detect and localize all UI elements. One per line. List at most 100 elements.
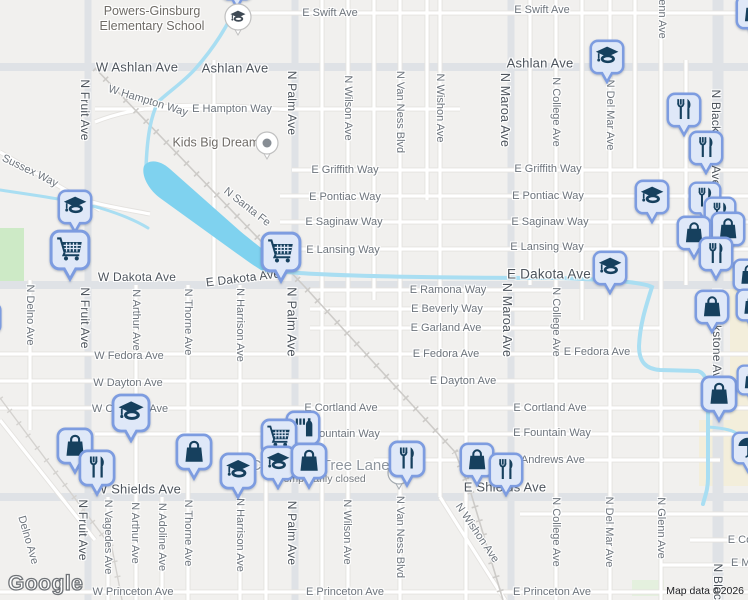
- pin-shopping-bag[interactable]: [732, 258, 748, 301]
- pin-graduation-cap[interactable]: [57, 189, 93, 234]
- pin-shopping-bag[interactable]: [290, 442, 328, 490]
- street-label: E Princeton Ave: [305, 586, 385, 598]
- street-label: E Griffith Way: [514, 163, 582, 175]
- street-label: N Fruit Ave: [76, 499, 90, 561]
- street-label: E Beverly Way: [411, 303, 483, 315]
- canal-pond: [143, 161, 287, 279]
- street-label: N Glenn Ave: [656, 0, 668, 39]
- street-label: N Van Ness Blvd: [394, 70, 406, 154]
- street-label: E Swift Ave: [302, 7, 358, 19]
- street-label: E Dakota Ave: [507, 266, 591, 282]
- street-label: W Ashlan Ave: [95, 59, 179, 75]
- street-label: E Cortland Ave: [304, 402, 378, 414]
- poi-label-kids-big-dreams: Kids Big Dreams: [172, 135, 266, 150]
- pin-umbrella[interactable]: [731, 431, 748, 474]
- street-label: E Princeton Ave: [512, 586, 592, 598]
- pin-graduation-cap[interactable]: [111, 393, 151, 443]
- pin-graduation-cap[interactable]: [260, 445, 296, 490]
- pin-shopping-cart[interactable]: [49, 229, 91, 282]
- street-label: E Fedora Ave: [563, 346, 631, 358]
- street-label: N Fruit Ave: [78, 79, 92, 141]
- street-label: N Del Mar Ave: [604, 79, 616, 151]
- pin-graduation-cap[interactable]: [589, 39, 625, 84]
- pin-graduation-cap[interactable]: [219, 452, 257, 500]
- street-label: N Maroa Ave: [500, 282, 514, 358]
- street-label: N College Ave: [550, 287, 562, 357]
- pin-restaurant[interactable]: [698, 236, 734, 281]
- street-label: N Vagedes Ave: [102, 499, 114, 575]
- pin-graduation-cap[interactable]: [592, 250, 628, 295]
- google-logo[interactable]: Google: [7, 571, 84, 595]
- street-label: E Fountain Way: [513, 427, 591, 439]
- street-label: N Harrison Ave: [234, 288, 246, 362]
- street-label: N College Ave: [550, 77, 562, 147]
- pin-restaurant[interactable]: [488, 452, 524, 497]
- pin-shopping-bag[interactable]: [694, 289, 730, 334]
- poi-badge-graduation-cap[interactable]: [222, 2, 254, 40]
- street-label: W Dayton Ave: [93, 377, 163, 389]
- street-label: E Fountain Way: [302, 428, 380, 440]
- street-label: E Pontiac Way: [512, 190, 584, 202]
- street-label: E Mi: [731, 557, 748, 569]
- street-label: N Palm Ave: [284, 287, 300, 357]
- street-label: W Dakota Ave: [97, 270, 177, 284]
- street-label: N Delno Ave: [24, 284, 36, 346]
- street-label: N College Ave: [550, 497, 562, 567]
- pin-shopping-bag[interactable]: [459, 442, 495, 487]
- street-label: N Wishon Ave: [434, 73, 446, 143]
- pin-shopping-bag[interactable]: [735, 288, 748, 331]
- street-label: E Cortland Ave: [513, 402, 587, 414]
- street-label: E Saginaw Way: [305, 216, 383, 228]
- pin-restaurant[interactable]: [78, 449, 116, 497]
- street-label: E Garland Ave: [410, 322, 482, 334]
- street-label: E Ramona Way: [409, 284, 487, 296]
- map-attribution: Map data ©2026: [666, 585, 744, 597]
- street-label: E Co: [727, 534, 748, 546]
- street-label: Ashlan Ave: [201, 60, 269, 76]
- street-label: N Arthur Ave: [129, 502, 141, 564]
- street-label: E Andrews Ave: [511, 454, 585, 466]
- street-label: N Glenn Ave: [655, 497, 667, 559]
- street-label: N Thorne Ave: [182, 288, 194, 356]
- street-label: E Lansing Way: [306, 244, 380, 256]
- street-label: N Fruit Ave: [78, 287, 92, 349]
- park-area: [0, 228, 24, 288]
- street-label: N Palm Ave: [285, 70, 299, 136]
- street-label: N Arthur Ave: [130, 289, 142, 351]
- street-label: N Wilson Ave: [342, 75, 354, 141]
- street-label: W Fedora Ave: [94, 350, 164, 362]
- pin-shopping-bag[interactable]: [700, 375, 738, 423]
- street-label: N Palm Ave: [285, 500, 299, 566]
- pin-graduation-cap[interactable]: [634, 179, 670, 224]
- pin-shopping-bag[interactable]: [735, 0, 748, 39]
- pin-shopping-bag[interactable]: [736, 364, 748, 404]
- street-label: E Dayton Ave: [429, 375, 497, 387]
- pin-shopping-bag[interactable]: [0, 302, 2, 342]
- commercial-area: [699, 262, 748, 486]
- street-label: W Princeton Ave: [92, 586, 174, 598]
- street-label: N Harrison Ave: [234, 498, 246, 572]
- street-label: N Adoline Ave: [156, 502, 168, 572]
- street-label: E Griffith Way: [311, 164, 379, 176]
- pin-restaurant[interactable]: [688, 130, 724, 175]
- street-label: N Thorne Ave: [182, 499, 194, 567]
- street-label: N Del Mar Ave: [603, 496, 615, 568]
- street-label: N Wilson Ave: [341, 499, 353, 565]
- street-label: W Shields Ave: [94, 481, 182, 497]
- pin-shopping-bag[interactable]: [56, 427, 94, 475]
- street-label: N Maroa Ave: [498, 72, 512, 148]
- pin-restaurant[interactable]: [666, 92, 702, 137]
- poi-badge-dot[interactable]: [253, 130, 281, 164]
- pin-shopping-bag[interactable]: [175, 433, 213, 481]
- pin-shopping-cart[interactable]: [260, 231, 302, 284]
- pin-restaurant[interactable]: [388, 440, 426, 488]
- street-label: E Swift Ave: [514, 4, 570, 16]
- street-label: E Pontiac Way: [309, 191, 381, 203]
- street-label: N Blackstone Ave: [711, 563, 725, 600]
